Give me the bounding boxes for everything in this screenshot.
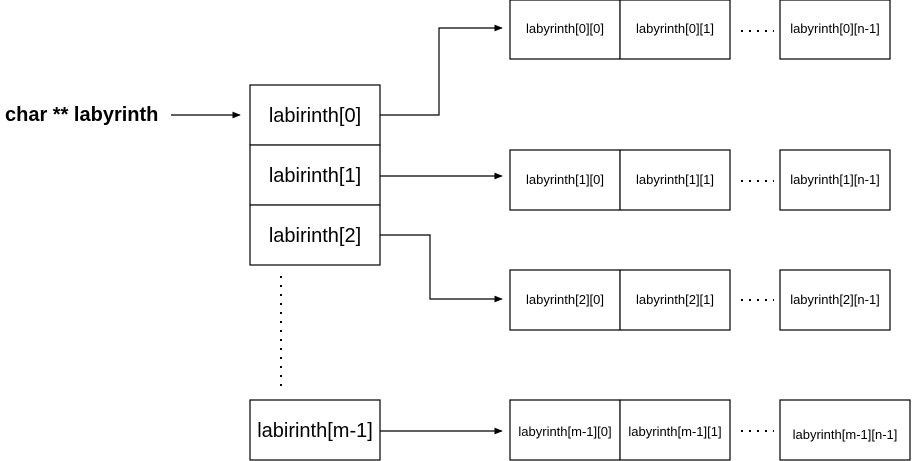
row-2-cell-first: [509, 269, 621, 331]
row-1-cell-second: [619, 149, 731, 211]
row-1-label-second: labyrinth[1][1]: [636, 172, 714, 187]
pointer-label-0: labirinth[0]: [269, 105, 361, 127]
row-last-label-second: labyrinth[m-1][1]: [628, 424, 721, 439]
row-1-label-last: labyrinth[1][n-1]: [790, 172, 880, 187]
row-last-cell-last: [779, 399, 911, 461]
variable-label: char ** labyrinth: [5, 104, 158, 126]
pointer-label-2: labirinth[2]: [269, 225, 361, 247]
row-last-label-first: labyrinth[m-1][0]: [518, 424, 611, 439]
row-last-cell-second: [619, 399, 731, 461]
pointer-label-1: labirinth[1]: [269, 165, 361, 187]
row-1-label-first: labyrinth[1][0]: [526, 172, 604, 187]
row-2-label-first: labyrinth[2][0]: [526, 292, 604, 307]
row-2-cell-second: [619, 269, 731, 331]
row-0-cell-last: [779, 0, 891, 60]
connector-row-2: [380, 234, 503, 303]
row-1-cell-last: [779, 149, 891, 211]
pointer-cell-1: [249, 144, 381, 206]
connector-row-0: [380, 24, 503, 116]
row-2-label-last: labyrinth[2][n-1]: [790, 292, 880, 307]
row-0-cell-first: [509, 0, 621, 60]
pointer-cell-last: [249, 399, 381, 461]
row-2-label-second: labyrinth[2][1]: [636, 292, 714, 307]
pointer-label-last: labirinth[m-1]: [257, 420, 373, 442]
row-0-cell-second: [619, 0, 731, 60]
row-0-label-last: labyrinth[0][n-1]: [790, 21, 880, 36]
row-0-label-first: labyrinth[0][0]: [526, 21, 604, 36]
row-last-label-last: labyrinth[m-1][n-1]: [793, 427, 898, 442]
row-0-label-second: labyrinth[0][1]: [636, 21, 714, 36]
pointer-cell-2: [249, 204, 381, 266]
row-2-cell-last: [779, 269, 891, 331]
row-last-cell-first: [509, 399, 621, 461]
